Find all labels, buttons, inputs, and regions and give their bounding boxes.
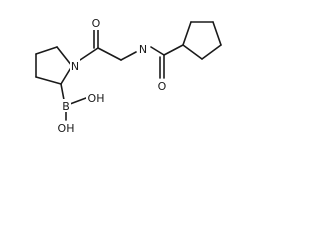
bond-cp4-cp5 <box>201 44 222 60</box>
cyclopentane-ring <box>182 21 222 60</box>
bond-n-c5 <box>56 46 73 67</box>
acyl-linker <box>79 29 137 61</box>
atom-o-amide: O <box>158 80 167 93</box>
pyrrolidine-ring <box>35 46 73 85</box>
bond-carbonyl-ch2 <box>97 47 122 61</box>
atom-o-ketone: O <box>92 17 101 30</box>
chemical-structure-diagram: N O N O B OH OH <box>35 17 222 135</box>
atom-labels: N O N O B OH OH <box>56 17 167 135</box>
atom-boron: B <box>62 100 70 113</box>
bond-cp5-cp1 <box>182 44 203 60</box>
atom-n-amide: N <box>139 43 147 56</box>
amide-group <box>150 44 184 79</box>
bond-cp1-cp2 <box>182 21 192 46</box>
atom-oh-2: OH <box>58 122 75 135</box>
boronic-acid-group <box>60 83 87 121</box>
atom-oh-1: OH <box>88 92 105 105</box>
bond-amide-c-cp <box>163 44 184 56</box>
bond-n-carbonyl <box>79 47 99 61</box>
bond-n-amide-c <box>150 46 165 56</box>
atom-n-ring: N <box>71 60 79 73</box>
bond-c3-c2 <box>35 76 62 85</box>
bond-b-oh1 <box>69 97 87 105</box>
bond-c2-b <box>60 83 65 101</box>
bond-c5-c4 <box>35 46 58 55</box>
bond-cp3-cp4 <box>212 21 222 46</box>
bond-ch2-n <box>120 51 137 61</box>
